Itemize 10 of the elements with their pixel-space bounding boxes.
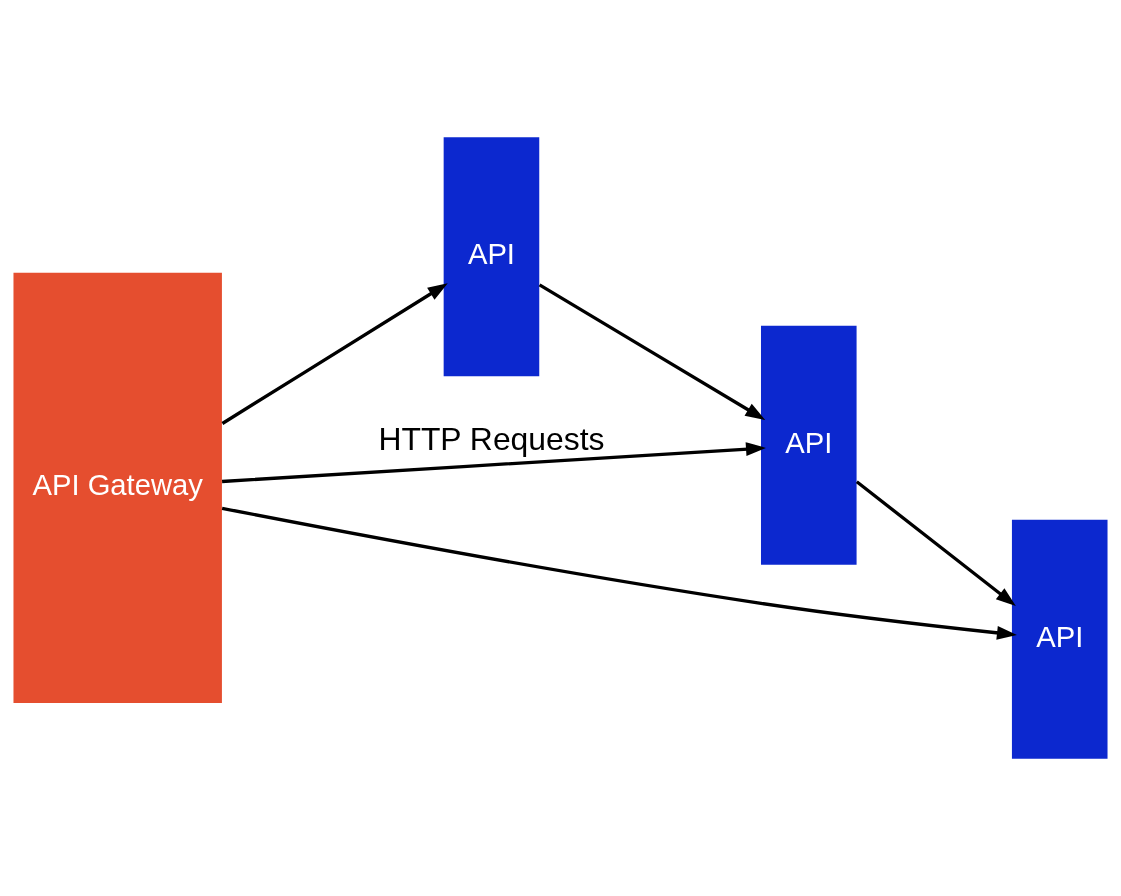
arrow xyxy=(222,442,766,484)
edge-label: HTTP Requests xyxy=(378,420,605,457)
arrow xyxy=(221,506,1017,640)
node-box: API xyxy=(1011,519,1108,759)
node-box: API xyxy=(761,325,857,565)
arrow xyxy=(538,283,766,421)
node-box: API Gateway xyxy=(13,272,222,703)
arrow xyxy=(855,480,1016,606)
arrow xyxy=(221,283,448,425)
node-box: API xyxy=(443,137,540,377)
